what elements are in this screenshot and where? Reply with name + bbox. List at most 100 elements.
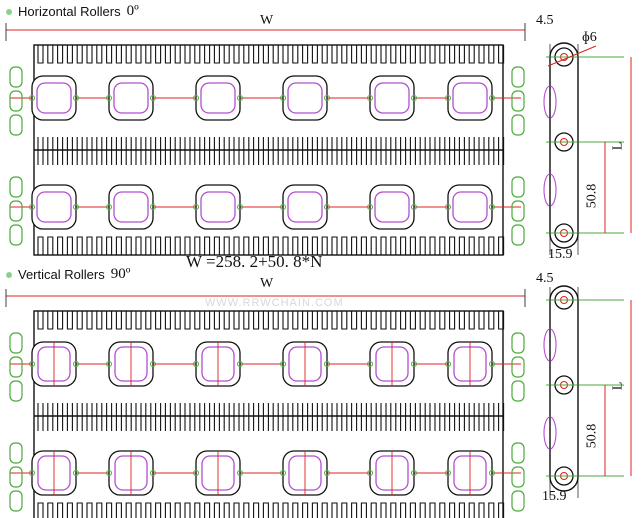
pin-marker [73, 95, 79, 101]
pin-marker [29, 204, 35, 210]
pin-marker [73, 361, 79, 367]
roller [452, 82, 488, 114]
pin-marker [280, 361, 286, 367]
pin-marker [280, 470, 286, 476]
watermark: WWW.RRWCHAIN.COM [205, 297, 344, 309]
pin-marker [106, 95, 112, 101]
side-slot [511, 356, 525, 378]
side-slot [511, 380, 525, 402]
side-slot [9, 466, 23, 488]
side-slot [511, 332, 525, 354]
side-slot [511, 442, 525, 464]
bottom-depth-label: 15.9 [542, 489, 567, 504]
roller-pocket [447, 75, 493, 121]
hole-diameter-label: ɸ6 [582, 30, 597, 45]
pin-marker [280, 95, 286, 101]
roller-pocket [447, 184, 493, 230]
pin-marker [150, 204, 156, 210]
roller [374, 191, 410, 223]
pin-marker [29, 95, 35, 101]
roller [452, 191, 488, 223]
pin-marker [73, 470, 79, 476]
side-slot [9, 380, 23, 402]
roller [36, 191, 72, 223]
side-slot [9, 90, 23, 112]
pin-marker [193, 470, 199, 476]
top-width-label: W [260, 13, 274, 28]
pin-marker [445, 204, 451, 210]
roller [374, 82, 410, 114]
pin-marker [237, 470, 243, 476]
side-slot [511, 66, 525, 88]
pin-marker [324, 361, 330, 367]
pin-marker [237, 95, 243, 101]
pin-marker [411, 470, 417, 476]
bottom-length-label: L [610, 381, 626, 391]
roller [113, 191, 149, 223]
side-slot [9, 200, 23, 222]
pin-marker [411, 95, 417, 101]
bottom-thickness-label: 4.5 [536, 271, 554, 286]
side-slot [9, 442, 23, 464]
roller [36, 82, 72, 114]
side-slot [511, 90, 525, 112]
side-slot [511, 114, 525, 136]
vertical-angle: 90º [110, 266, 131, 282]
roller-pocket [195, 184, 241, 230]
vertical-rollers-title: Vertical Rollers 90º [6, 266, 130, 283]
side-slot [9, 356, 23, 378]
roller [287, 82, 323, 114]
pin-marker [106, 361, 112, 367]
pin-marker [367, 95, 373, 101]
pin-marker [106, 204, 112, 210]
pin-marker [367, 204, 373, 210]
pin-marker [280, 204, 286, 210]
roller-pocket [108, 75, 154, 121]
pin-marker [193, 204, 199, 210]
side-slot [9, 332, 23, 354]
pin-marker [411, 361, 417, 367]
side-slot [9, 490, 23, 512]
roller [200, 191, 236, 223]
side-slot [511, 200, 525, 222]
roller-pocket [31, 184, 77, 230]
pin-marker [411, 204, 417, 210]
top-length-label: L [610, 141, 626, 151]
top-thickness-label: 4.5 [536, 13, 554, 28]
top-fingers [37, 311, 505, 330]
middle-fingers [37, 137, 505, 165]
side-slot [9, 114, 23, 136]
pin-marker [237, 204, 243, 210]
top-fingers [37, 45, 505, 64]
pin-marker [367, 361, 373, 367]
horizontal-angle: 0º [126, 3, 139, 19]
horizontal-rollers-label: Horizontal Rollers [18, 4, 121, 19]
pin-marker [193, 361, 199, 367]
pin-marker [237, 361, 243, 367]
pin-marker [150, 361, 156, 367]
side-slot [511, 176, 525, 198]
pin-marker [367, 470, 373, 476]
bullet-icon [6, 8, 12, 15]
pin-marker [106, 470, 112, 476]
pin-marker [489, 361, 495, 367]
width-formula: W =258. 2+50. 8*N [186, 252, 323, 271]
side-slot [9, 66, 23, 88]
roller-pocket [195, 75, 241, 121]
bullet-icon [6, 271, 12, 278]
top-pitch-label: 50.8 [584, 183, 600, 209]
pin-marker [73, 204, 79, 210]
pin-marker [324, 95, 330, 101]
pin-marker [489, 95, 495, 101]
pin-marker [324, 204, 330, 210]
pin-marker [324, 470, 330, 476]
roller-pocket [282, 75, 328, 121]
roller-pocket [282, 184, 328, 230]
side-slot [511, 490, 525, 512]
side-slot [511, 466, 525, 488]
pin-marker [445, 470, 451, 476]
pin-marker [489, 470, 495, 476]
top-depth-label: 15.9 [548, 247, 573, 262]
pin-marker [29, 361, 35, 367]
